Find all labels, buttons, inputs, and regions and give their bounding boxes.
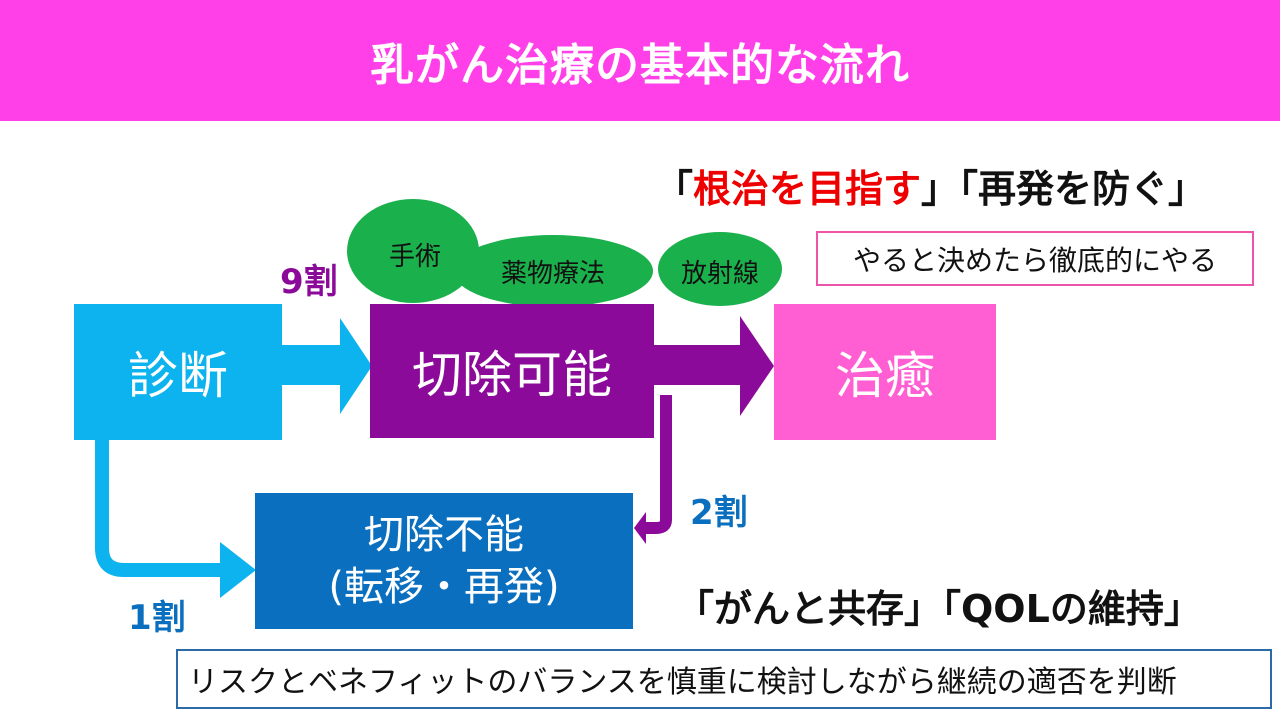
motto-box: やると決めたら徹底的にやる [816,231,1254,286]
node-unresectable-line1: 切除不能 [364,512,524,558]
node-unresectable-line2: (転移・再発) [328,564,560,610]
coexist-statement: 「がんと共存」「QOLの維持」 [676,587,1202,631]
node-resectable: 切除可能 [370,304,654,438]
node-cure-label: 治癒 [835,347,935,405]
pct-resectable: 9割 [280,262,338,302]
page-title: 乳がん治療の基本的な流れ [370,39,910,91]
treatment-radiation: 放射線 [680,258,759,289]
node-resectable-label: 切除可能 [412,346,612,404]
title-banner [0,0,1280,121]
arrow-right-icon [654,316,774,416]
goal-open-bracket: 「 [655,167,694,211]
treatment-surgery: 手術 [388,241,441,272]
footer-box: リスクとベネフィットのバランスを慎重に検討しながら継続の適否を判断 [176,649,1272,709]
goal-emphasis: 根治を目指す [693,167,922,211]
motto-text: やると決めたら徹底的にやる [852,243,1217,277]
node-unresectable: 切除不能 (転移・再発) [255,493,633,629]
node-diagnosis: 診断 [74,304,282,440]
pct-recurrence: 2割 [690,493,748,533]
treatment-ellipses [347,199,782,307]
node-diagnosis-label: 診断 [128,347,228,405]
goal-statement: 「根治を目指す」「再発を防ぐ」 [655,158,1206,213]
footer-text: リスクとベネフィットのバランスを慎重に検討しながら継続の適否を判断 [188,665,1177,700]
arrow-down-left-icon [634,395,672,544]
treatment-drug-therapy: 薬物療法 [500,258,605,289]
arrow-down-right-icon [95,440,256,598]
arrow-right-icon [282,318,372,414]
pct-unresectable: 1割 [128,598,186,638]
goal-rest: 」「再発を防ぐ」 [921,167,1207,211]
node-cure: 治癒 [774,304,996,440]
